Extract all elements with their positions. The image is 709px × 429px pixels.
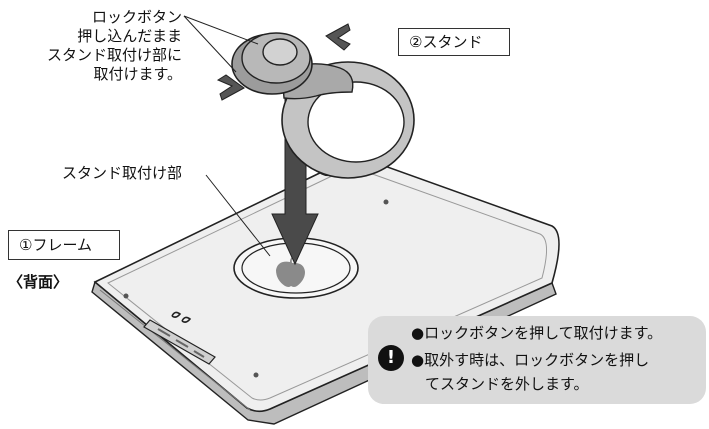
warning-icon: !	[378, 345, 404, 371]
lock-label-line: ロックボタン	[91, 8, 182, 26]
stand-body	[231, 32, 415, 179]
note-line: てスタンドを外します。	[425, 375, 589, 393]
frame-hole	[253, 372, 259, 378]
press-arrow-top	[325, 23, 351, 51]
lock-button-label: ロックボタン 押し込んだまま スタンド取付け部に 取付けます。	[0, 8, 182, 84]
mount-part-label: スタンド取付け部	[62, 164, 183, 182]
lock-label-line: 押し込んだまま	[77, 27, 182, 45]
stand-label-box: ②スタンド	[398, 28, 510, 56]
frame-hole	[383, 199, 389, 205]
frame-label-box: ①フレーム	[8, 230, 120, 260]
back-view-label: 〈背面〉	[8, 273, 69, 291]
note-line: ●取外す時は、ロックボタンを押し	[411, 351, 650, 369]
lock-label-line: 取付けます。	[93, 65, 182, 83]
note-callout: ! ●ロックボタンを押して取付けます。 ●取外す時は、ロックボタンを押し てスタ…	[368, 316, 706, 404]
press-arrow-bottom	[216, 74, 245, 101]
frame-hole	[123, 293, 129, 299]
leader-lines	[183, 15, 271, 257]
lock-label-line: スタンド取付け部に	[46, 46, 182, 64]
note-line: ●ロックボタンを押して取付けます。	[411, 324, 663, 342]
